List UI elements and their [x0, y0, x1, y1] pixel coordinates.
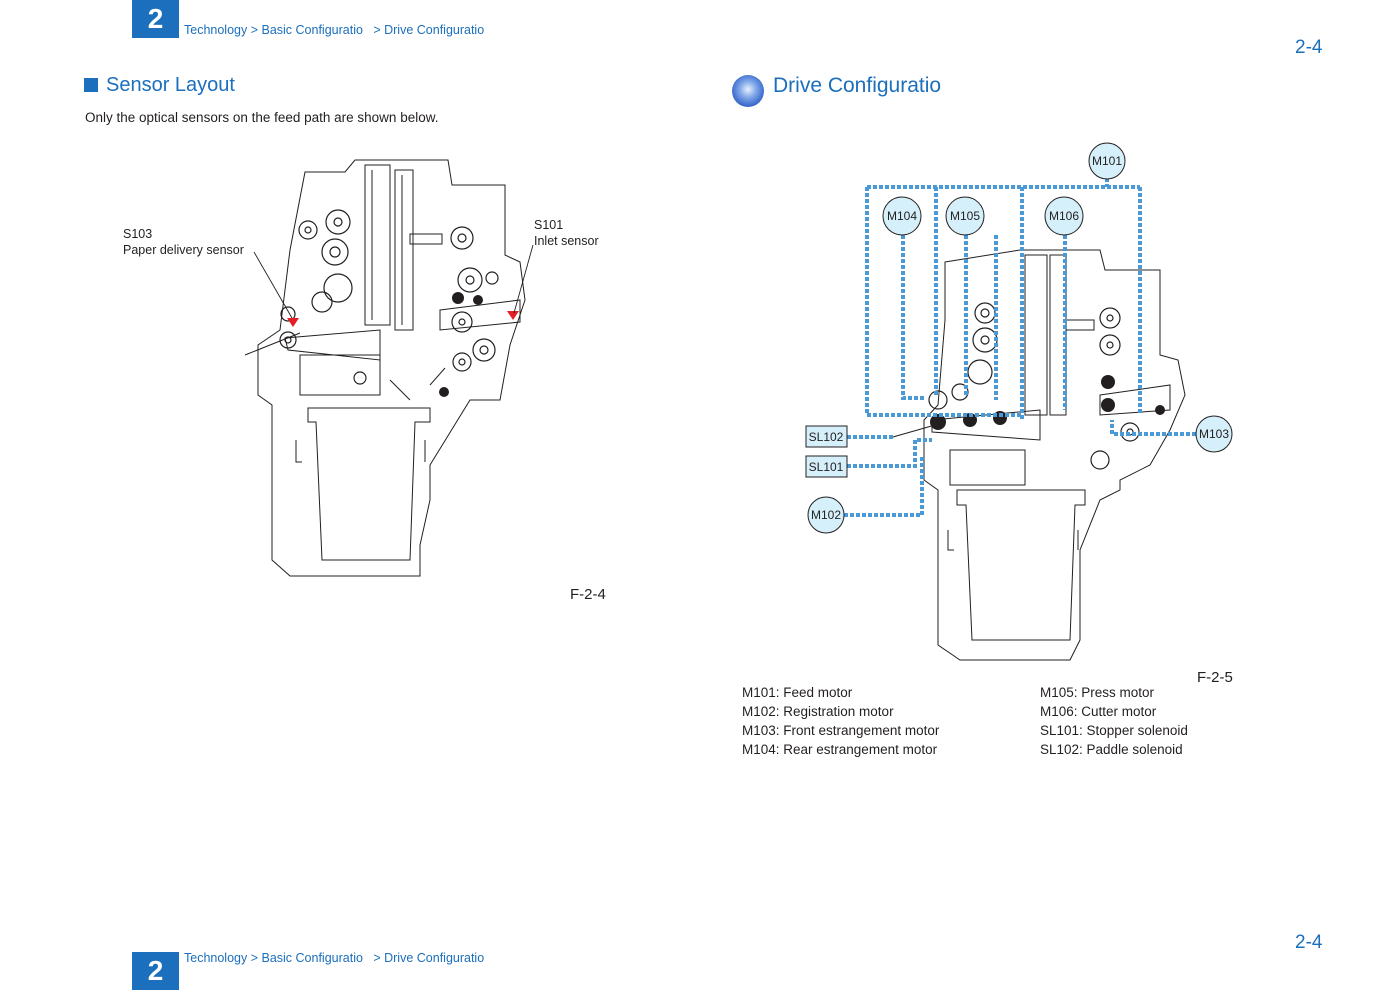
footer-breadcrumb[interactable]: Technology > Basic Configuratio > Drive … — [184, 951, 485, 965]
figure-label-f-2-4: F-2-4 — [570, 586, 606, 603]
s101-name: Inlet sensor — [534, 234, 599, 248]
legend-item: M103: Front estrangement motor — [742, 723, 940, 738]
m105-bubble[interactable]: M105 — [945, 196, 985, 236]
legend-item: SL102: Paddle solenoid — [1040, 742, 1183, 757]
svg-text:SL102: SL102 — [809, 430, 844, 444]
s101-callout: S101 Inlet sensor — [534, 217, 599, 249]
m106-bubble[interactable]: M106 — [1044, 196, 1084, 236]
chapter-badge: 2 — [132, 0, 179, 38]
m102-bubble[interactable]: M102 — [807, 496, 845, 534]
svg-text:M105: M105 — [950, 209, 980, 223]
s103-name: Paper delivery sensor — [123, 243, 244, 257]
m103-bubble[interactable]: M103 — [1195, 415, 1233, 453]
sl101-tag[interactable]: SL101 — [805, 455, 848, 478]
m101-bubble[interactable]: M101 — [1088, 142, 1126, 180]
s103-code: S103 — [123, 227, 153, 241]
figure-label-f-2-5: F-2-5 — [1197, 669, 1233, 686]
legend-item: M105: Press motor — [1040, 685, 1155, 700]
drive-configuration-title: Drive Configuratio — [773, 74, 942, 97]
svg-text:M106: M106 — [1049, 209, 1079, 223]
drive-legend-right: M105: Press motor M106: Cutter motor SL1… — [1040, 683, 1188, 759]
s103-callout: S103 Paper delivery sensor — [123, 226, 244, 258]
legend-item: M106: Cutter motor — [1040, 704, 1157, 719]
motor-bubbles: M101 M104 M105 M106 M103 M102 SL102 SL1 — [805, 142, 1233, 534]
footer-chapter-badge: 2 — [132, 952, 179, 990]
legend-item: M102: Registration motor — [742, 704, 894, 719]
page-number: 2-4 — [1295, 37, 1323, 58]
breadcrumb[interactable]: Technology > Basic Configuratio > Drive … — [184, 23, 485, 37]
s101-code: S101 — [534, 218, 564, 232]
section-round-bullet-icon — [732, 75, 764, 107]
footer-page-number: 2-4 — [1295, 932, 1323, 953]
sensor-layout-title: Sensor Layout — [106, 74, 235, 96]
section-bullet-icon — [84, 78, 98, 92]
svg-text:SL101: SL101 — [809, 460, 844, 474]
legend-item: M101: Feed motor — [742, 685, 853, 700]
sl102-tag[interactable]: SL102 — [805, 425, 848, 448]
svg-text:M102: M102 — [811, 508, 841, 522]
legend-item: M104: Rear estrangement motor — [742, 742, 938, 757]
sensor-layout-description: Only the optical sensors on the feed pat… — [85, 110, 439, 125]
drive-legend-left: M101: Feed motor M102: Registration moto… — [742, 683, 939, 759]
legend-item: SL101: Stopper solenoid — [1040, 723, 1188, 738]
svg-text:M101: M101 — [1092, 154, 1122, 168]
m104-bubble[interactable]: M104 — [882, 196, 922, 236]
svg-text:M103: M103 — [1199, 427, 1229, 441]
svg-text:M104: M104 — [887, 209, 917, 223]
